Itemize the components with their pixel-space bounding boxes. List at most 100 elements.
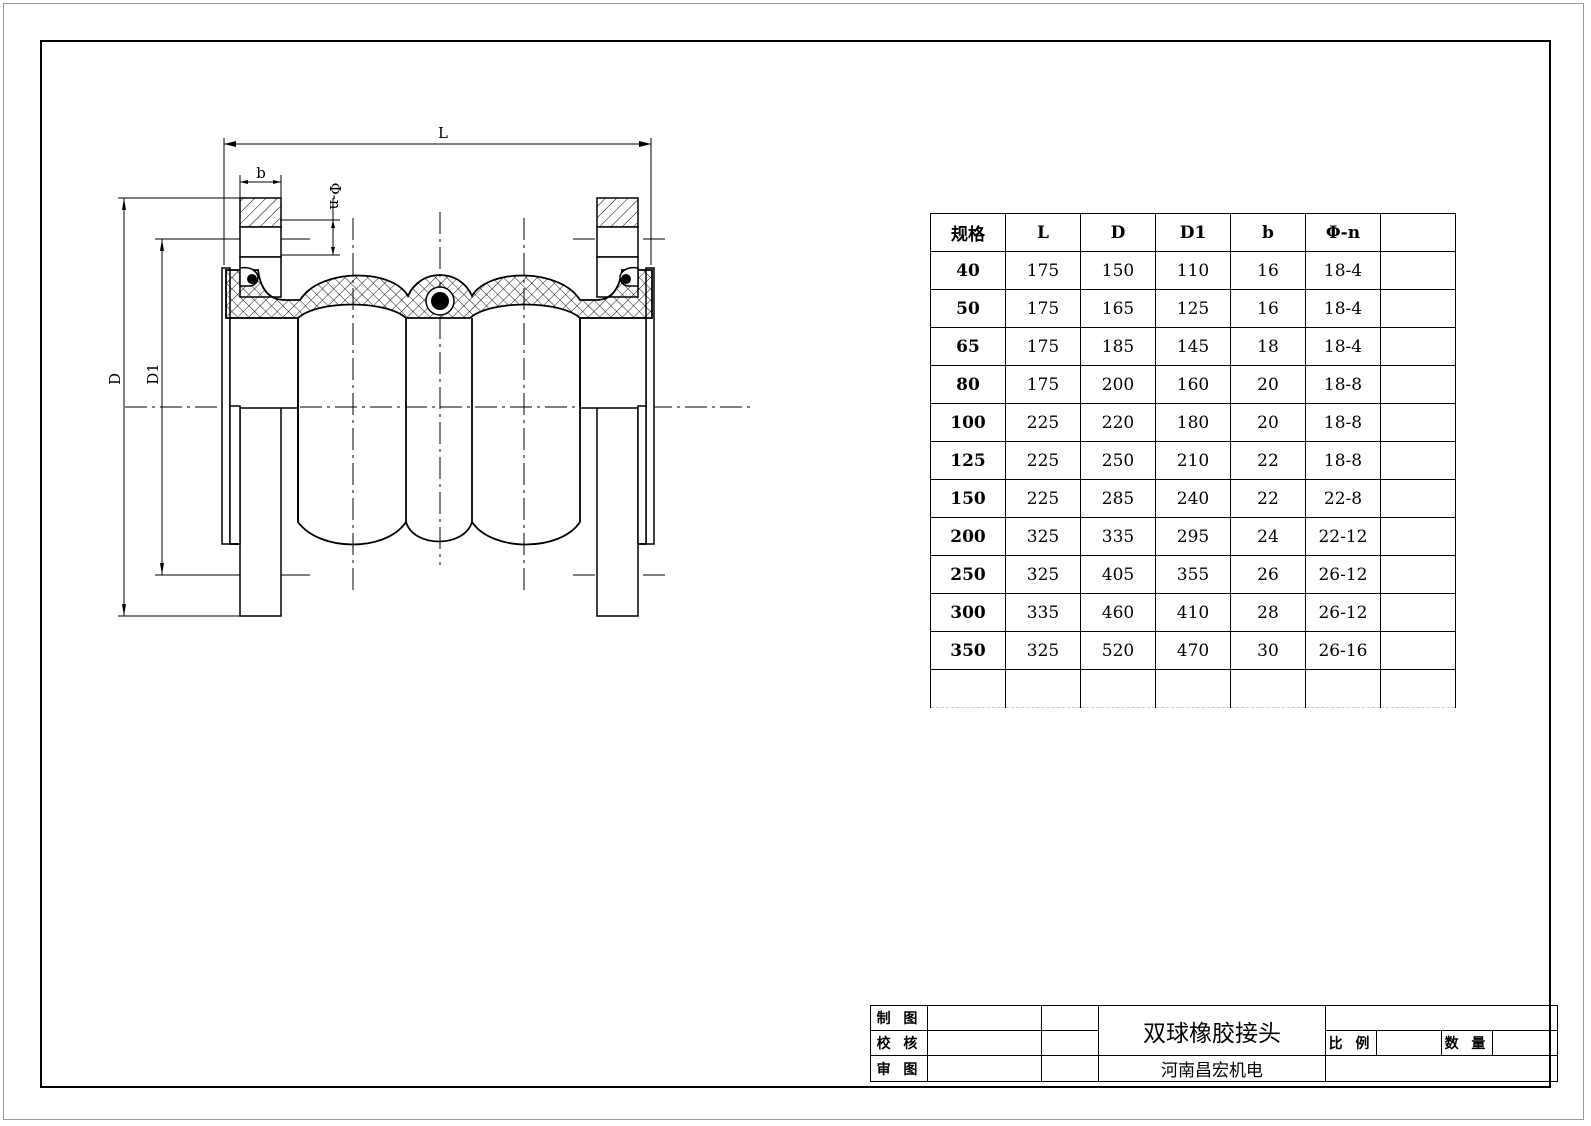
spec-value-cell: 18-4 [1305,251,1381,290]
spec-value-cell: 26-12 [1305,555,1381,594]
header-extra [1380,213,1456,252]
spec-extra-cell [1380,555,1456,594]
quantity-value [1492,1030,1558,1056]
spec-value-cell: 185 [1080,327,1156,366]
spec-size-cell: 100 [930,403,1006,442]
header-L: L [1005,213,1081,252]
dimension-D-label: D [106,373,124,385]
spec-value-cell: 325 [1005,555,1081,594]
spec-size-cell: 350 [930,631,1006,670]
approved-by-date [1041,1055,1099,1082]
header-b: b [1230,213,1306,252]
dimension-L: L [223,124,652,265]
dimension-phi-n-label: Φ-n [326,182,344,209]
spec-value-cell: 16 [1230,289,1306,328]
spec-value-cell: 165 [1080,289,1156,328]
spec-value-cell: 220 [1080,403,1156,442]
spec-value-cell: 520 [1080,631,1156,670]
checked-by-signature [927,1030,1042,1056]
header-D: D [1080,213,1156,252]
bellows-body [230,318,646,546]
spec-value-cell: 460 [1080,593,1156,632]
title-block-blank-bottom [1325,1055,1558,1082]
spec-value-cell: 145 [1155,327,1231,366]
spec-extra-cell [1380,517,1456,556]
spec-size-cell: 80 [930,365,1006,404]
spec-value-cell: 410 [1155,593,1231,632]
spec-blank-cell [930,669,1006,708]
spec-size-cell: 65 [930,327,1006,366]
spec-value-cell: 26-16 [1305,631,1381,670]
spec-value-cell: 18-8 [1305,403,1381,442]
spec-size-cell: 125 [930,441,1006,480]
spec-table-header-row: 规格 L D D1 b Φ-n [930,213,1456,252]
dimension-D: D [106,197,240,617]
center-reinforcing-ring [431,292,449,310]
spec-blank-cell [1005,669,1081,708]
spec-extra-cell [1380,327,1456,366]
quantity-label: 数 量 [1441,1030,1493,1056]
spec-value-cell: 18 [1230,327,1306,366]
spec-value-cell: 175 [1005,365,1081,404]
spec-value-cell: 22 [1230,441,1306,480]
scale-value [1376,1030,1442,1056]
spec-blank-cell [1080,669,1156,708]
spec-value-cell: 22 [1230,479,1306,518]
title-block: 制 图 双球橡胶接头 校 核 比 例 数 量 审 图 河南昌宏机电 [870,1005,1558,1082]
right-flange [596,197,639,617]
drawing-title: 双球橡胶接头 [1098,1005,1326,1056]
spec-blank-cell [1155,669,1231,708]
spec-blank-cell [1305,669,1381,708]
spec-value-cell: 325 [1005,631,1081,670]
spec-extra-cell [1380,403,1456,442]
header-D1: D1 [1155,213,1231,252]
company-name: 河南昌宏机电 [1098,1055,1326,1082]
spec-blank-cell [1230,669,1306,708]
spec-value-cell: 175 [1005,251,1081,290]
spec-size-cell: 200 [930,517,1006,556]
spec-value-cell: 335 [1005,593,1081,632]
spec-value-cell: 26 [1230,555,1306,594]
approved-by-label: 审 图 [870,1055,928,1082]
spec-value-cell: 325 [1005,517,1081,556]
drawing-frame [40,40,1551,1088]
dimension-L-label: L [438,124,448,142]
title-block-blank [1325,1005,1558,1031]
spec-value-cell: 335 [1080,517,1156,556]
sheet-outer-border [3,3,1584,1120]
end-sleeves [221,267,655,545]
spec-value-cell: 295 [1155,517,1231,556]
spec-value-cell: 175 [1005,327,1081,366]
dimension-D1-label: D1 [144,363,162,385]
spec-table-blank-row [930,669,1456,708]
header-phi-n: Φ-n [1305,213,1381,252]
spec-value-cell: 175 [1005,289,1081,328]
spec-size-cell: 50 [930,289,1006,328]
scale-label: 比 例 [1325,1030,1377,1056]
spec-value-cell: 250 [1080,441,1156,480]
dimension-b-label: b [256,164,266,182]
spec-value-cell: 240 [1155,479,1231,518]
spec-value-cell: 28 [1230,593,1306,632]
spec-value-cell: 22-8 [1305,479,1381,518]
dimension-b: b [239,164,282,198]
checked-by-label: 校 核 [870,1030,928,1056]
spec-size-cell: 40 [930,251,1006,290]
header-size: 规格 [930,213,1006,252]
spec-value-cell: 355 [1155,555,1231,594]
spec-value-cell: 30 [1230,631,1306,670]
centerlines [125,212,752,590]
spec-size-cell: 300 [930,593,1006,632]
spec-value-cell: 20 [1230,365,1306,404]
spec-value-cell: 150 [1080,251,1156,290]
spec-extra-cell [1380,251,1456,290]
